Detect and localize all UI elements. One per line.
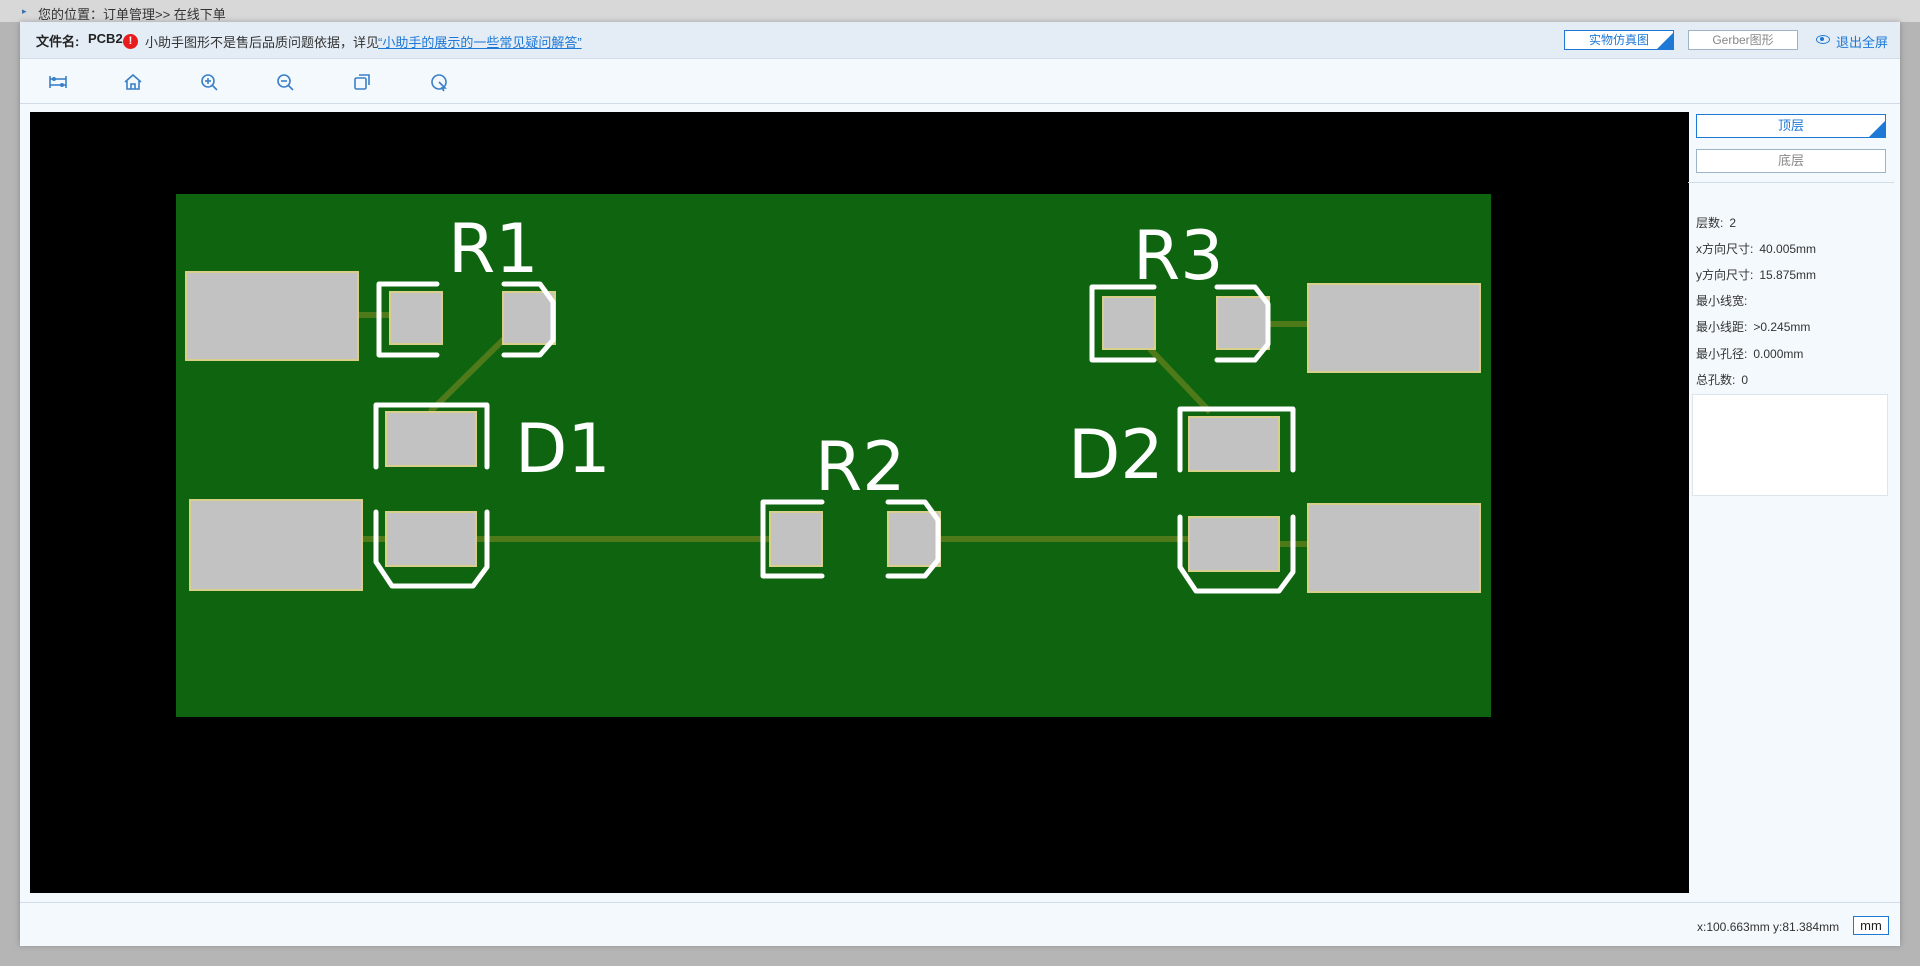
silk-outline <box>1089 284 1157 363</box>
viewer-footer: x:100.663mm y:81.384mm mm <box>20 902 1900 946</box>
unit-toggle-button[interactable]: mm <box>1853 916 1889 935</box>
silk-outline <box>1214 284 1271 363</box>
details-panel <box>1692 394 1888 496</box>
label-r1: R1 <box>448 210 539 289</box>
bottom-layer-button[interactable]: 底层 <box>1696 149 1886 173</box>
trace <box>437 334 509 405</box>
breadcrumb: 您的位置：订单管理>> 在线下单 <box>38 7 226 22</box>
gerber-view-button[interactable]: Gerber图形 <box>1688 30 1798 50</box>
pad <box>502 291 556 345</box>
viewer-toolbar <box>20 59 1900 104</box>
label-r2: R2 <box>815 428 906 507</box>
page-breadcrumb-bar: ▸ 您的位置：订单管理>> 在线下单 <box>0 0 1920 22</box>
silk-outline <box>376 281 440 358</box>
gerber-view-label: Gerber图形 <box>1712 33 1774 47</box>
info-hole-count: 总孔数:0 <box>1696 373 1749 387</box>
info-x-size: x方向尺寸:40.005mm <box>1696 242 1817 256</box>
silk-outline <box>1177 514 1296 594</box>
pcb-canvas[interactable]: R1 D1 R2 D2 R3 <box>30 112 1689 893</box>
top-layer-label: 顶层 <box>1777 118 1804 133</box>
exit-fullscreen-button[interactable]: 退出全屏 <box>1836 35 1889 50</box>
filename-label: 文件名: <box>36 34 80 49</box>
label-d2: D2 <box>1068 416 1164 495</box>
zoom-out-icon[interactable] <box>274 71 296 93</box>
trace <box>1147 346 1213 415</box>
layer-sidebar: 顶层 ✓ 底层 层数:2 x方向尺寸:40.005mm y方向尺寸:15.875… <box>1688 110 1894 910</box>
silk-outline <box>1177 406 1296 473</box>
pointer-icon[interactable] <box>428 71 450 93</box>
viewer-header: 文件名: PCB2 ! 小助手图形不是售后品质问题依据，详见 “小助手的展示的一… <box>20 22 1900 59</box>
label-r3: R3 <box>1133 217 1224 296</box>
cursor-coordinates: x:100.663mm y:81.384mm <box>1697 920 1840 934</box>
silk-outline <box>501 281 556 358</box>
faq-link[interactable]: “小助手的展示的一些常见疑问解答” <box>378 35 582 50</box>
copy-icon[interactable] <box>351 71 373 93</box>
silkscreen <box>373 281 1296 594</box>
pad <box>185 271 359 361</box>
pcb-viewer-modal: 文件名: PCB2 ! 小助手图形不是售后品质问题依据，详见 “小助手的展示的一… <box>20 22 1900 946</box>
pcb-drawing: R1 D1 R2 D2 R3 <box>30 112 1689 893</box>
info-y-size: y方向尺寸:15.875mm <box>1696 268 1817 282</box>
pad <box>769 511 823 567</box>
pad <box>1307 283 1481 373</box>
notice-text: 小助手图形不是售后品质问题依据，详见 <box>145 35 380 50</box>
info-min-trace-width: 最小线宽: <box>1696 294 1748 308</box>
silk-outline <box>373 402 490 470</box>
pad <box>1188 516 1280 572</box>
collapse-arrow-icon[interactable]: ▸ <box>22 6 27 16</box>
bottom-layer-label: 底层 <box>1777 153 1804 168</box>
pad <box>385 411 477 467</box>
home-icon[interactable] <box>122 71 144 93</box>
warning-icon: ! <box>123 34 138 49</box>
component-labels: R1 D1 R2 D2 R3 <box>448 210 1224 507</box>
filename-value: PCB2 <box>88 31 123 46</box>
pad <box>385 511 477 567</box>
selected-check-icon: ✓ <box>1869 121 1885 137</box>
measure-icon[interactable] <box>47 71 69 93</box>
pad <box>1307 503 1481 593</box>
label-d1: D1 <box>515 410 611 489</box>
pad <box>887 511 941 567</box>
info-min-hole: 最小孔径:0.000mm <box>1696 347 1804 361</box>
pad <box>1216 296 1270 350</box>
pad <box>1188 416 1280 472</box>
sidebar-divider <box>1688 182 1894 183</box>
eye-icon[interactable] <box>1816 35 1830 44</box>
real-render-button[interactable]: 实物仿真图 ✓ <box>1564 30 1674 50</box>
silk-outline <box>373 509 490 589</box>
top-layer-button[interactable]: 顶层 ✓ <box>1696 114 1886 138</box>
silk-outline <box>885 499 941 579</box>
silk-outline <box>760 499 825 579</box>
info-min-spacing: 最小线距:>0.245mm <box>1696 320 1811 334</box>
pads <box>185 271 1481 593</box>
pad <box>389 291 443 345</box>
zoom-in-icon[interactable] <box>198 71 220 93</box>
pad <box>189 499 363 591</box>
info-layer-count: 层数:2 <box>1696 216 1737 230</box>
pad <box>1102 296 1156 350</box>
real-render-label: 实物仿真图 <box>1588 33 1649 47</box>
selected-check-icon: ✓ <box>1657 33 1673 49</box>
